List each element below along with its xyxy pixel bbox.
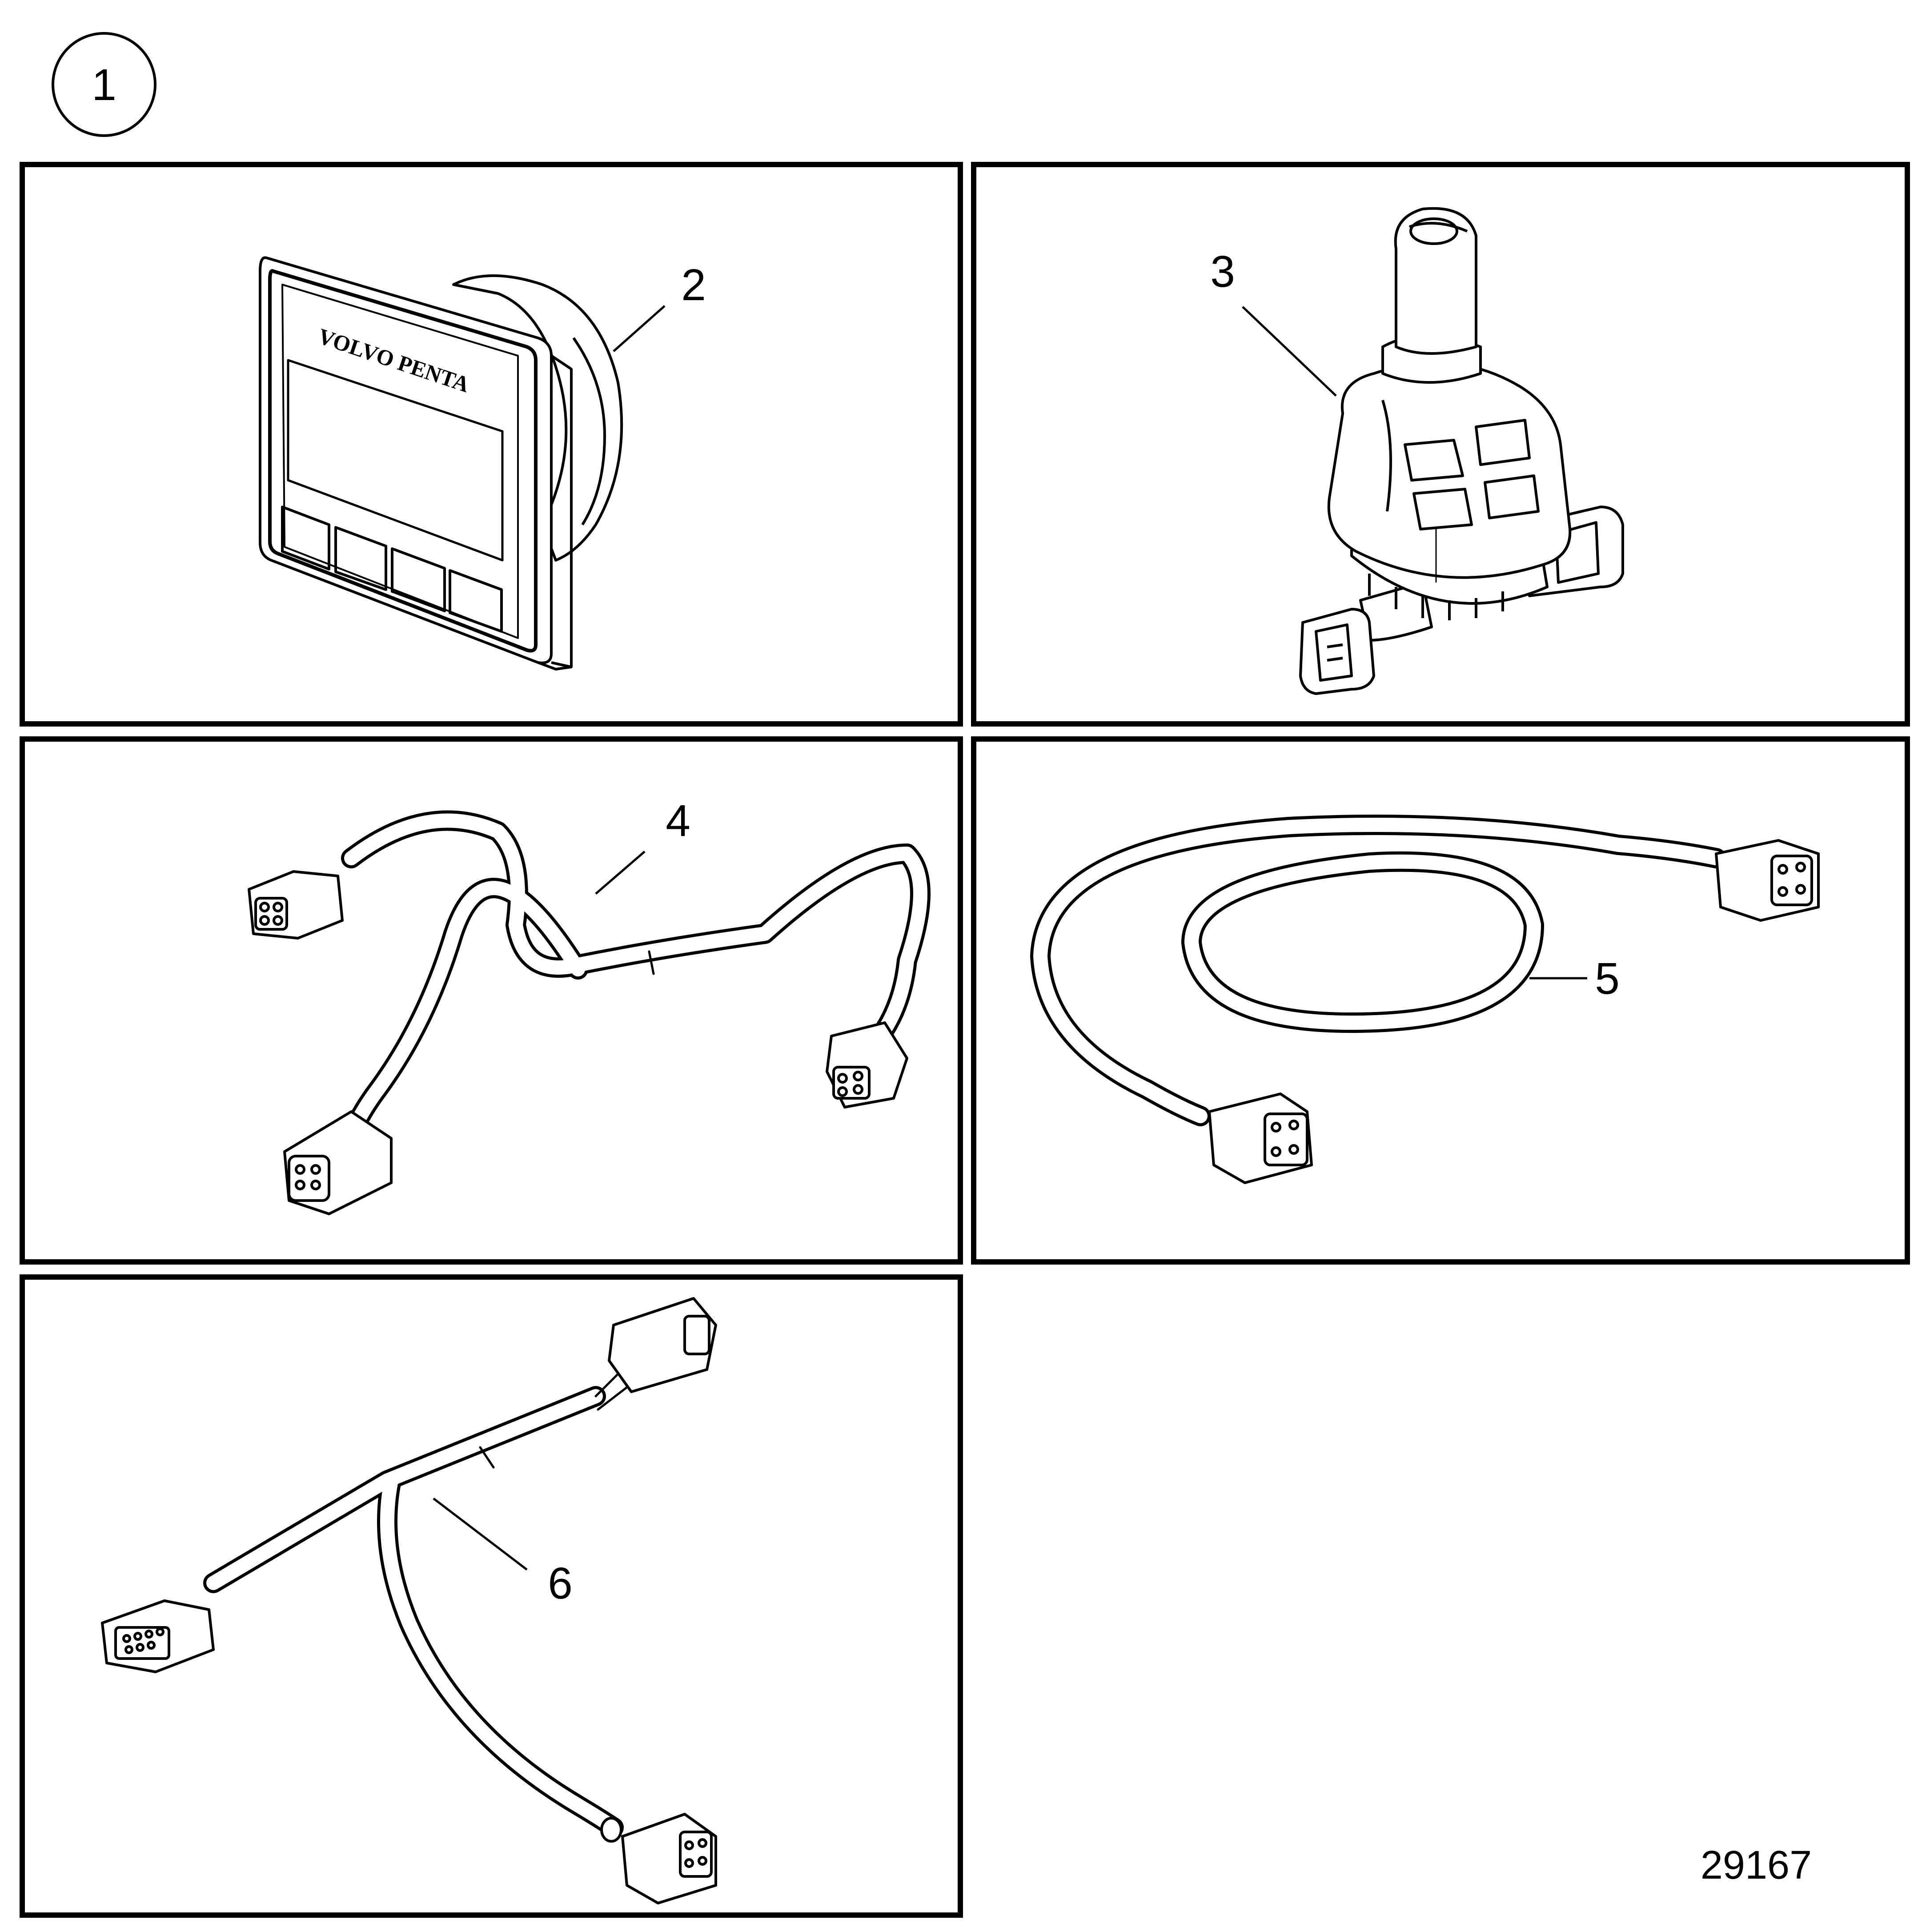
leader-6 — [433, 1498, 528, 1571]
callout-5: 5 — [1595, 954, 1620, 1004]
harness-6 — [203, 1368, 628, 1838]
cable-5-connectors — [1208, 839, 1820, 1184]
image-id: 29167 — [1701, 1843, 1812, 1888]
callout-3: 3 — [1210, 247, 1235, 297]
harness-4-connectors — [248, 870, 908, 1215]
callout-2: 2 — [681, 260, 706, 310]
panel-frame-3 — [971, 162, 1910, 727]
figure-badge: 1 — [52, 32, 156, 137]
leader-2 — [613, 305, 666, 352]
cable-5 — [1030, 815, 1726, 1126]
panel-frame-5 — [971, 736, 1910, 1265]
leader-4 — [595, 851, 646, 895]
display-unit — [259, 256, 623, 671]
panel-frame-2 — [20, 162, 963, 727]
harness-4 — [341, 810, 931, 1135]
joystick — [1299, 207, 1624, 695]
leader-3 — [1242, 306, 1337, 397]
figure-number: 1 — [92, 60, 116, 110]
harness-6-connectors — [101, 1297, 717, 1904]
callout-4: 4 — [666, 796, 690, 846]
panel-frame-4 — [20, 736, 963, 1265]
callout-6: 6 — [548, 1558, 573, 1608]
panel-frame-6 — [20, 1274, 963, 1918]
